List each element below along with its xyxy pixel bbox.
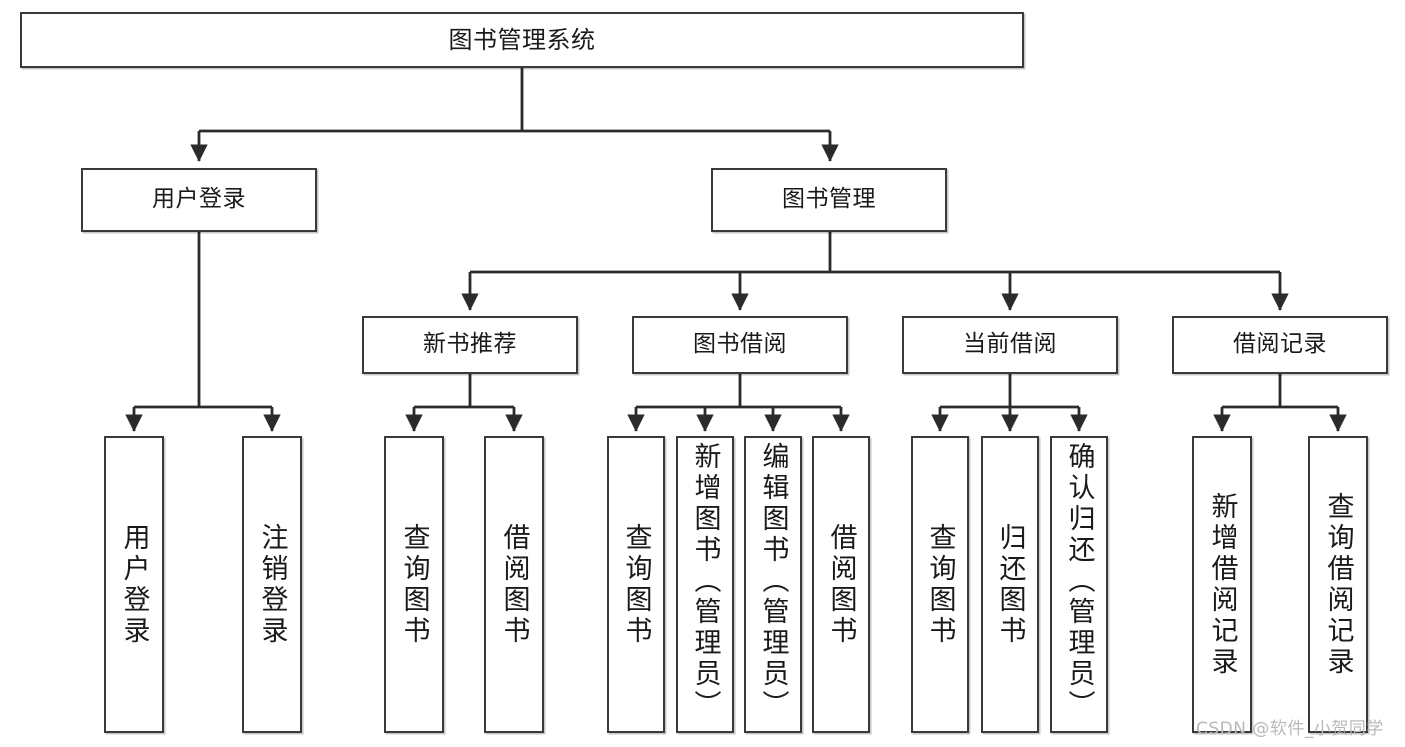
node-user-login-label: 用户登录 (152, 186, 246, 213)
leaf-query-book-2[interactable]: 查询图书 (607, 436, 665, 733)
leaf-logout-login-label: 注销登录 (256, 522, 288, 647)
leaf-add-book-label: 新增图书（管理员） (689, 442, 721, 721)
node-root-label: 图书管理系统 (448, 25, 596, 54)
leaf-return-book[interactable]: 归还图书 (981, 436, 1039, 733)
leaf-confirm-return[interactable]: 确认归还（管理员） (1050, 436, 1108, 733)
watermark: CSDN @软件_小贺同学 (1196, 719, 1384, 739)
leaf-query-book-3[interactable]: 查询图书 (911, 436, 969, 733)
leaf-add-book[interactable]: 新增图书（管理员） (676, 436, 734, 733)
node-user-login[interactable]: 用户登录 (81, 168, 317, 232)
leaf-query-record-label: 查询借阅记录 (1322, 491, 1354, 678)
node-book-borrow-label: 图书借阅 (693, 331, 787, 358)
leaf-borrow-book-1[interactable]: 借阅图书 (484, 436, 544, 733)
node-borrow-record-label: 借阅记录 (1233, 331, 1327, 358)
node-current-borrow-label: 当前借阅 (963, 331, 1057, 358)
leaf-borrow-book-2-label: 借阅图书 (825, 522, 857, 647)
node-current-borrow[interactable]: 当前借阅 (902, 316, 1118, 374)
node-new-book-recommend-label: 新书推荐 (423, 331, 517, 358)
node-book-manage-label: 图书管理 (782, 186, 876, 213)
leaf-logout-login[interactable]: 注销登录 (242, 436, 302, 733)
leaf-borrow-book-2[interactable]: 借阅图书 (812, 436, 870, 733)
leaf-query-book-3-label: 查询图书 (924, 522, 956, 647)
leaf-edit-book-label: 编辑图书（管理员） (757, 442, 789, 721)
leaf-add-record-label: 新增借阅记录 (1206, 491, 1238, 678)
leaf-query-book-2-label: 查询图书 (620, 522, 652, 647)
leaf-return-book-label: 归还图书 (994, 522, 1026, 647)
leaf-edit-book[interactable]: 编辑图书（管理员） (744, 436, 802, 733)
leaf-query-record[interactable]: 查询借阅记录 (1308, 436, 1368, 733)
node-book-borrow[interactable]: 图书借阅 (632, 316, 848, 374)
node-root[interactable]: 图书管理系统 (20, 12, 1024, 68)
node-book-manage[interactable]: 图书管理 (711, 168, 947, 232)
leaf-query-book-1-label: 查询图书 (398, 522, 430, 647)
node-new-book-recommend[interactable]: 新书推荐 (362, 316, 578, 374)
node-borrow-record[interactable]: 借阅记录 (1172, 316, 1388, 374)
leaf-borrow-book-1-label: 借阅图书 (498, 522, 530, 647)
leaf-confirm-return-label: 确认归还（管理员） (1063, 442, 1095, 721)
leaf-query-book-1[interactable]: 查询图书 (384, 436, 444, 733)
leaf-add-record[interactable]: 新增借阅记录 (1192, 436, 1252, 733)
leaf-user-login-label: 用户登录 (118, 522, 150, 647)
leaf-user-login[interactable]: 用户登录 (104, 436, 164, 733)
